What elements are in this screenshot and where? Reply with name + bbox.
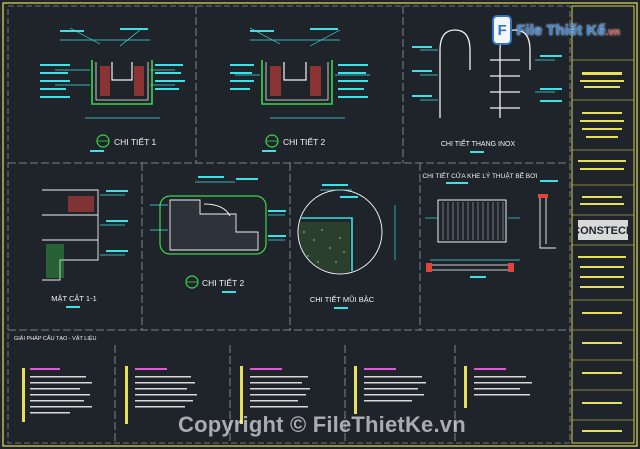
- detail-1: CHI TIẾT 1: [40, 27, 185, 152]
- detail-2-mid: CHI TIẾT 2: [150, 176, 286, 293]
- detail-2-top-title: CHI TIẾT 2: [283, 137, 325, 147]
- pool-grate-title: CHI TIẾT CỬA KHE LÝ THUẬT BỂ BƠI: [422, 170, 537, 180]
- detail-1-title: CHI TIẾT 1: [114, 137, 156, 147]
- step-nosing-title: CHI TIẾT MŨI BẬC: [310, 294, 375, 304]
- logo-brand: File Thiết Kế: [516, 21, 606, 39]
- logo-mark-icon: F: [492, 15, 513, 45]
- detail-stainless-ladder: CHI TIẾT THANG INOX: [412, 29, 562, 153]
- ladder-detail-title: CHI TIẾT THANG INOX: [441, 138, 516, 148]
- title-block: CONSTECH: [571, 5, 635, 444]
- notes-section: GIẢI PHÁP CẤU TẠO - VẬT LIỆU: [14, 334, 532, 424]
- section-1-1: MẶT CẮT 1-1: [42, 189, 128, 308]
- detail-pool-grate: CHI TIẾT CỬA KHE LÝ THUẬT BỂ BƠI: [422, 170, 558, 278]
- copyright-watermark: Copyright © FileThietKe.vn: [178, 412, 466, 437]
- company-name: CONSTECH: [572, 225, 634, 237]
- drawing-frame: [7, 5, 571, 444]
- notes-heading: GIẢI PHÁP CẤU TẠO - VẬT LIỆU: [14, 334, 97, 342]
- site-logo: F File Thiết Kế.vn: [492, 8, 620, 52]
- logo-suffix: .vn: [605, 26, 620, 38]
- detail-2-mid-title: CHI TIẾT 2: [202, 278, 244, 288]
- detail-step-nosing: CHI TIẾT MŨI BẬC: [297, 184, 396, 309]
- company-logo-panel: [578, 220, 628, 240]
- panel-grid: [8, 6, 570, 443]
- detail-2-top: CHI TIẾT 2: [230, 27, 370, 152]
- section-title: MẶT CẮT 1-1: [51, 294, 97, 303]
